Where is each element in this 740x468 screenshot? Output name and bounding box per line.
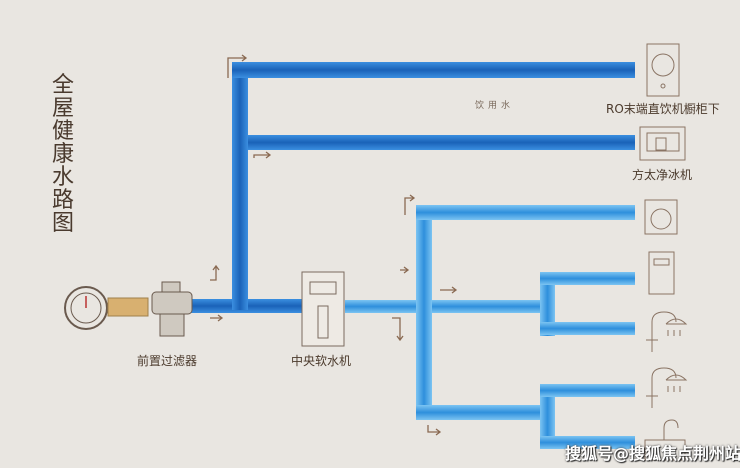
ro-purifier-label: RO末端直饮机橱柜下 bbox=[606, 102, 720, 116]
watermark: 搜狐号@搜狐焦点荆州站 bbox=[565, 444, 740, 463]
water-meter-icon bbox=[64, 286, 149, 330]
shower-icon bbox=[646, 367, 688, 408]
ro-purifier-icon bbox=[646, 43, 680, 97]
softener-label: 中央软水机 bbox=[291, 354, 352, 368]
pre-filter-icon bbox=[151, 281, 193, 337]
page-title: 全屋健康水路图 bbox=[52, 73, 75, 236]
drinking-water-pipes bbox=[190, 62, 635, 313]
soft-water-pipes bbox=[345, 205, 635, 449]
washing-machine-icon bbox=[644, 199, 678, 235]
ice-maker-label: 方太净冰机 bbox=[632, 168, 693, 182]
central-softener-icon bbox=[301, 271, 345, 347]
ice-maker-icon bbox=[639, 126, 686, 161]
flow-arrows bbox=[210, 54, 458, 436]
drinking-water-label: 饮用水 bbox=[475, 101, 515, 111]
water-heater-icon bbox=[648, 251, 675, 295]
sink-faucet-icon bbox=[644, 419, 686, 461]
shower-icon bbox=[646, 311, 688, 352]
pre-filter-label: 前置过滤器 bbox=[137, 354, 198, 368]
